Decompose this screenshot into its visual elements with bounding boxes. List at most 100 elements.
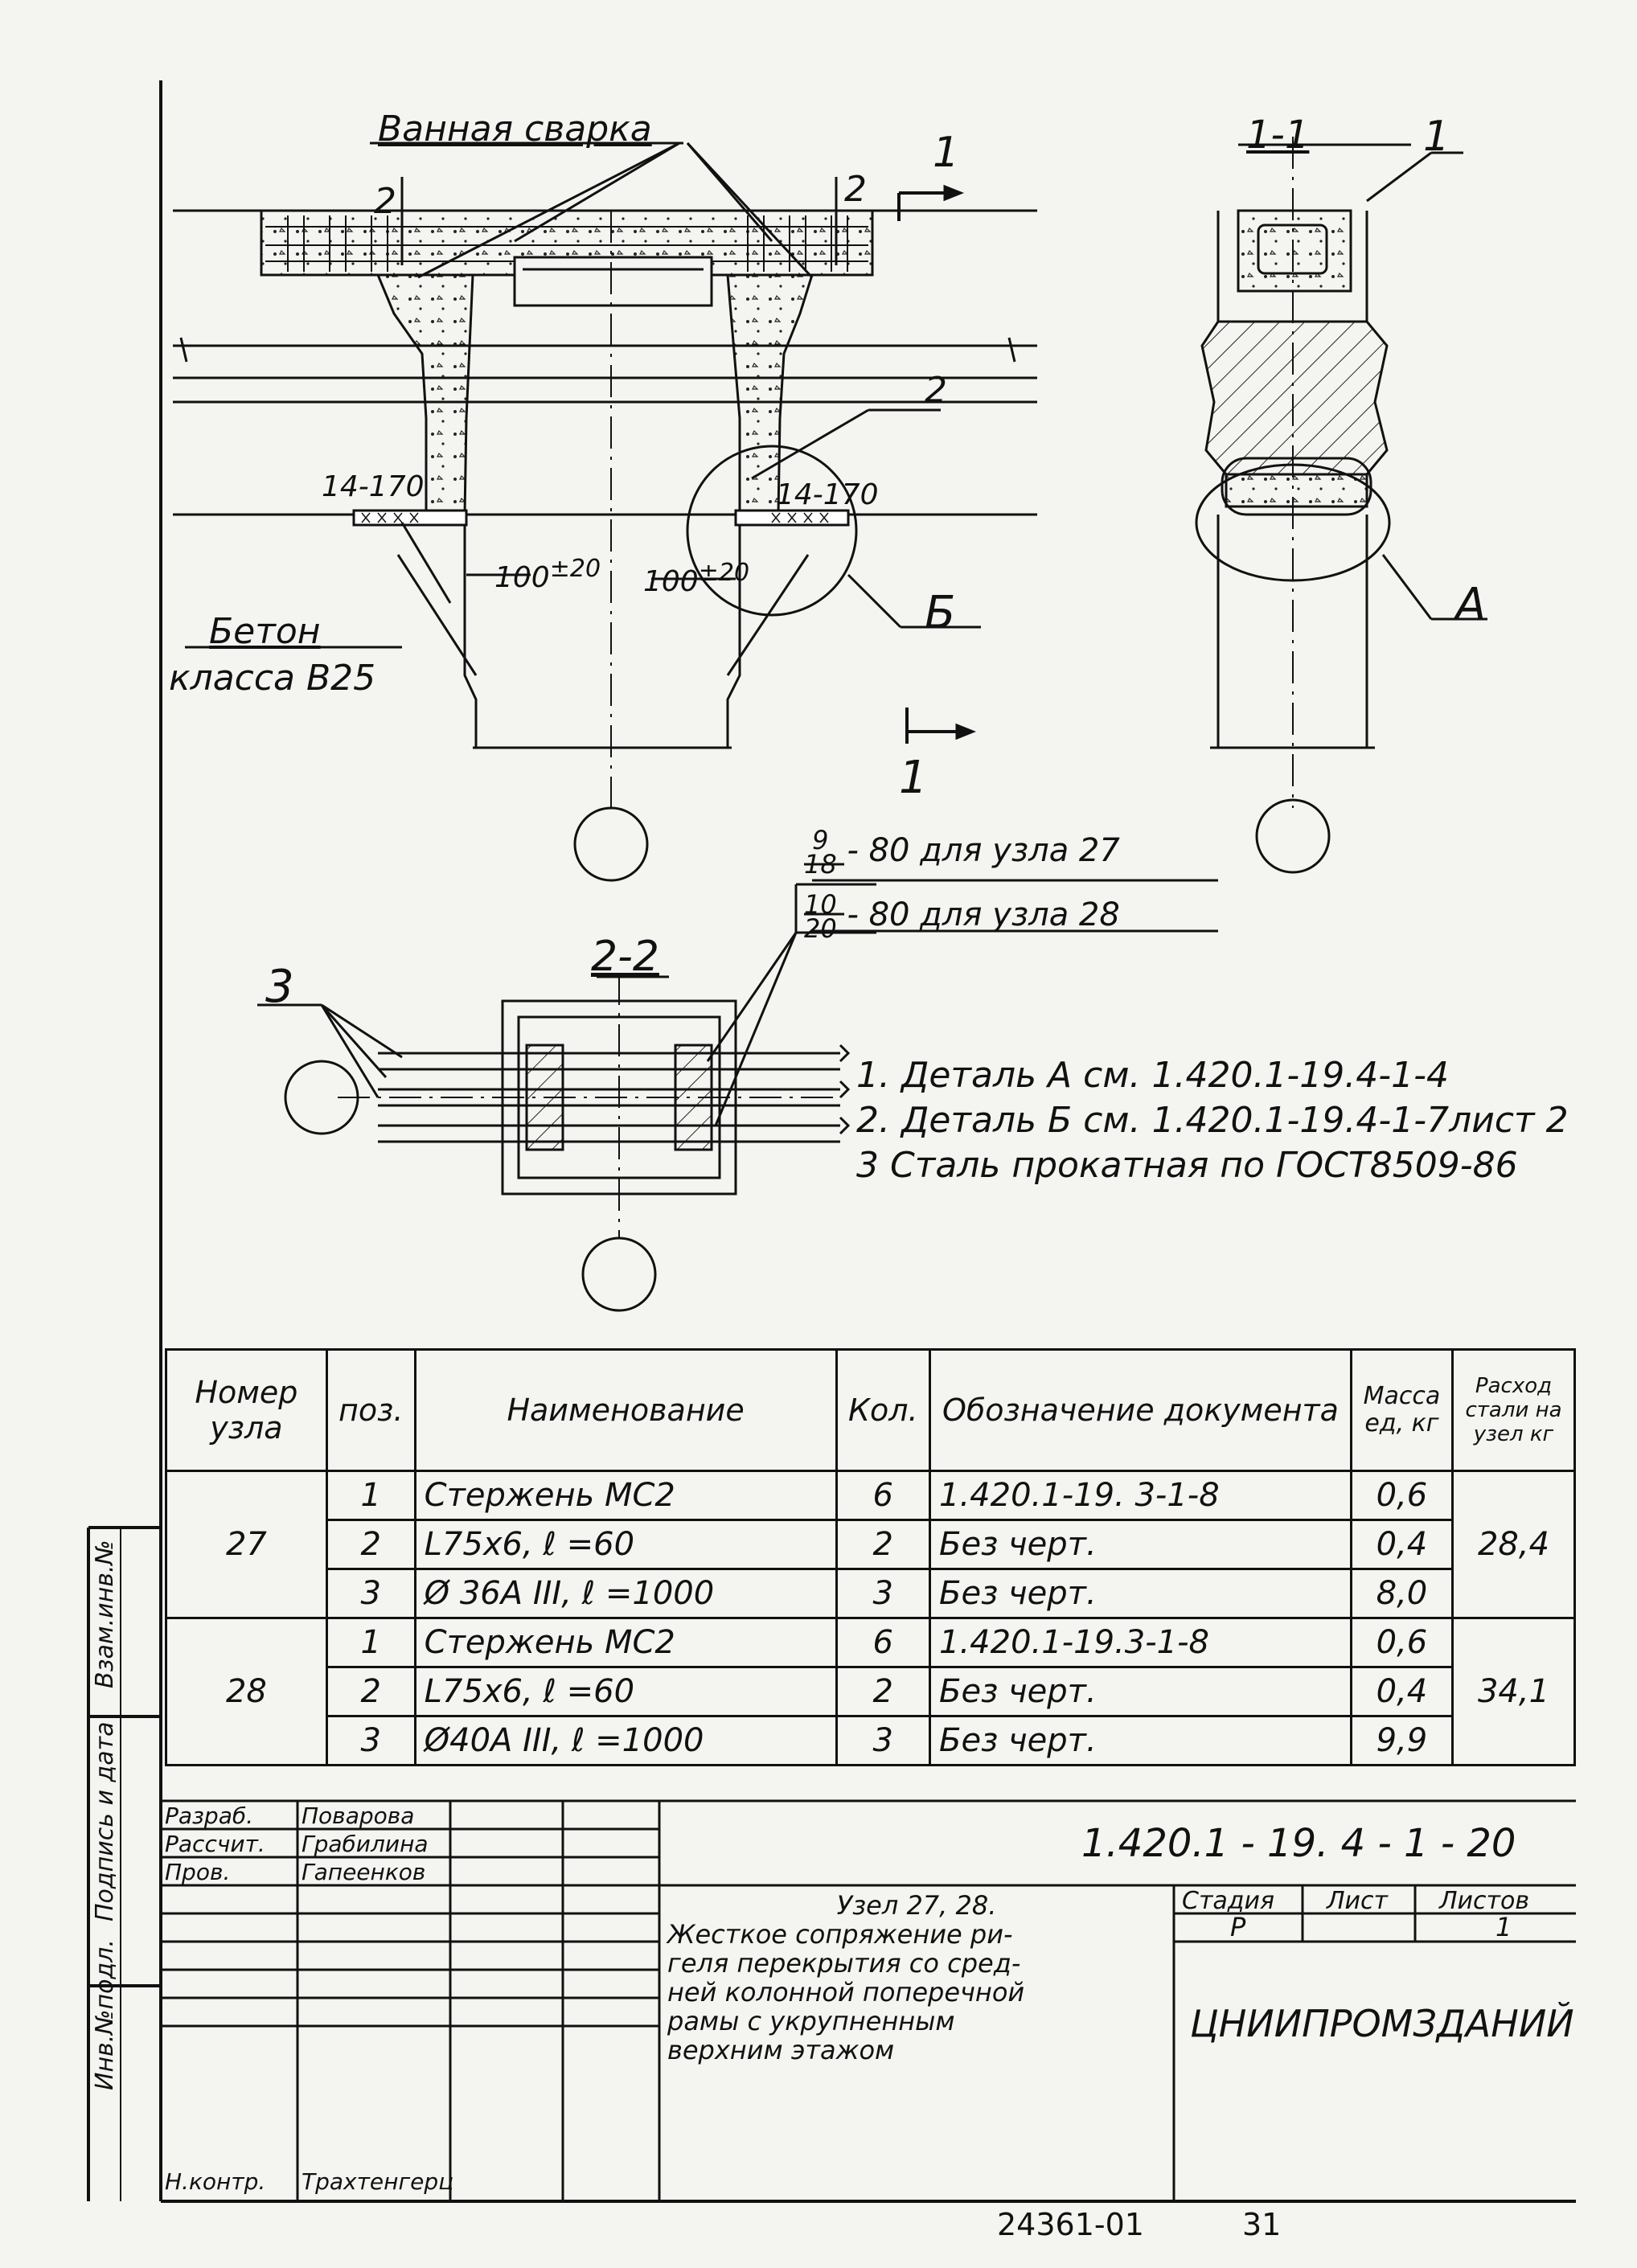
role-checked: Пров. <box>165 1859 231 1885</box>
section-1-1-view <box>1195 137 1487 874</box>
header-node: Номер узла <box>165 1348 328 1472</box>
row-mass: 0,4 <box>1349 1519 1454 1570</box>
row-name: L75x6, ℓ =60 <box>413 1666 838 1717</box>
row-qty: 3 <box>835 1715 932 1766</box>
table-row: 3 Ø 36А III, ℓ =1000 3 Без черт. 8,0 <box>166 1568 1575 1619</box>
stage-value: Р <box>1230 1912 1246 1942</box>
label-concrete: Бетон <box>209 611 321 652</box>
stage-label: Стадия <box>1182 1887 1275 1915</box>
title-block-grid <box>161 1799 1576 2201</box>
row-mass: 8,0 <box>1349 1568 1454 1619</box>
row-mass: 0,6 <box>1349 1470 1454 1521</box>
header-pos: поз. <box>325 1348 416 1472</box>
archive-number: 24361-01 <box>997 2207 1144 2242</box>
callout-1: 1 <box>1423 113 1450 161</box>
row-pos: 3 <box>325 1715 416 1766</box>
sheet-label: Лист <box>1327 1887 1389 1915</box>
table-row: 28 1 Стержень МС2 6 1.420.1-19.3-1-8 0,6… <box>165 1617 1576 1766</box>
row-qty: 2 <box>835 1666 932 1717</box>
mark-2-left: 2 <box>374 181 396 222</box>
row-name: Ø 36А III, ℓ =1000 <box>413 1568 838 1619</box>
row-name: Стержень МС2 <box>413 1470 838 1521</box>
row-pos: 1 <box>325 1617 416 1668</box>
sheets-value: 1 <box>1495 1912 1512 1942</box>
note-2: 2. Деталь Б см. 1.420.1-19.4-1-7лист 2 <box>856 1100 1569 1141</box>
row-qty: 6 <box>835 1470 932 1521</box>
row-mass: 9,9 <box>1349 1715 1454 1766</box>
section-mark-1-top: 1 <box>933 129 960 177</box>
page-number: 31 <box>1242 2207 1282 2242</box>
sheets-label: Листов <box>1439 1887 1530 1915</box>
section-2-2-view <box>257 863 1218 1312</box>
role-norm-control: Н.контр. <box>165 2168 266 2195</box>
role-calculated: Рассчит. <box>165 1831 265 1857</box>
node-steel-total: 34,1 <box>1451 1617 1576 1766</box>
dim-100-right: 100±20 <box>643 559 750 598</box>
table-row: 27 1 Стержень МС2 6 1.420.1-19. 3-1-8 0,… <box>165 1470 1576 1619</box>
note-3: 3 Сталь прокатная по ГОСТ8509-86 <box>856 1145 1518 1186</box>
callout-a: А <box>1455 579 1487 631</box>
row-pos: 1 <box>325 1470 416 1521</box>
sheet-frame <box>87 80 1576 2203</box>
notes-list: 1. Деталь А см. 1.420.1-19.4-1-4 2. Дета… <box>856 1053 1569 1188</box>
callout-b: Б <box>925 587 956 639</box>
section-mark-1-bottom: 1 <box>899 752 928 804</box>
specification-table: Номер узла поз. Наименование Кол. Обозна… <box>165 1348 1576 1766</box>
dim-100-left: 100±20 <box>494 555 601 594</box>
section-2-2-title: 2-2 <box>591 933 659 981</box>
row-name: Ø40А III, ℓ =1000 <box>413 1715 838 1766</box>
row-name: Стержень МС2 <box>413 1617 838 1668</box>
mark-2-right: 2 <box>844 169 867 210</box>
row-mass: 0,6 <box>1349 1617 1454 1668</box>
header-steel: Расход стали на узел кг <box>1451 1348 1576 1472</box>
stamp-signature-date: Подпись и дата <box>91 1721 119 1922</box>
name-checked: Гапеенков <box>302 1859 426 1885</box>
header-name: Наименование <box>413 1348 838 1472</box>
table-row: 2 L75x6, ℓ =60 2 Без черт. 0,4 <box>166 1519 1575 1570</box>
table-header-row: Номер узла поз. Наименование Кол. Обозна… <box>165 1348 1576 1472</box>
row-doc: Без черт. <box>929 1715 1352 1766</box>
row-qty: 3 <box>835 1568 932 1619</box>
row-doc: Без черт. <box>929 1519 1352 1570</box>
row-doc: Без черт. <box>929 1568 1352 1619</box>
table-row: 3 Ø40А III, ℓ =1000 3 Без черт. 9,9 <box>166 1715 1575 1766</box>
label-welding: Ванная сварка <box>378 109 652 150</box>
elevation-view <box>173 141 1037 882</box>
header-mass: Масса ед, кг <box>1349 1348 1454 1472</box>
stamp-inventory-no: Инв.№подл. <box>91 1939 119 2090</box>
mark-2-detail: 2 <box>925 370 947 411</box>
row-qty: 2 <box>835 1519 932 1570</box>
row-mass: 0,4 <box>1349 1666 1454 1717</box>
row-name: L75x6, ℓ =60 <box>413 1519 838 1570</box>
row-pos: 2 <box>325 1519 416 1570</box>
row-qty: 6 <box>835 1617 932 1668</box>
name-norm-control: Трахтенгерц <box>302 2168 454 2195</box>
note-1: 1. Деталь А см. 1.420.1-19.4-1-4 <box>856 1055 1450 1096</box>
node-number: 28 <box>165 1617 328 1766</box>
section-1-1-title: 1-1 <box>1246 113 1310 158</box>
row-doc: 1.420.1-19.3-1-8 <box>929 1617 1352 1668</box>
node-number: 27 <box>165 1470 328 1619</box>
header-doc: Обозначение документа <box>929 1348 1352 1472</box>
header-qty: Кол. <box>835 1348 932 1472</box>
label-concrete-class: класса В25 <box>169 658 376 699</box>
name-calculated: Грабилина <box>302 1831 429 1857</box>
row-doc: 1.420.1-19. 3-1-8 <box>929 1470 1352 1521</box>
callout-3: 3 <box>265 961 294 1013</box>
table-row: 2 L75x6, ℓ =60 2 Без черт. 0,4 <box>166 1666 1575 1717</box>
document-code: 1.420.1 - 19. 4 - 1 - 20 <box>1081 1821 1516 1866</box>
node-steel-total: 28,4 <box>1451 1470 1576 1619</box>
name-developer: Поварова <box>302 1803 415 1829</box>
row-pos: 2 <box>325 1666 416 1717</box>
stamp-replaced-inv: Взам.инв.№ <box>91 1540 119 1688</box>
drawing-title: Узел 27, 28. Жесткое сопряжение ри- геля… <box>667 1890 1025 2065</box>
dim-left-spacing: 14-170 <box>322 470 425 503</box>
role-developer: Разраб. <box>165 1803 254 1829</box>
row-pos: 3 <box>325 1568 416 1619</box>
organization-name: ЦНИИПРОМЗДАНИЙ <box>1190 2002 1574 2045</box>
row-doc: Без черт. <box>929 1666 1352 1717</box>
dim-right-spacing: 14-170 <box>776 478 879 511</box>
